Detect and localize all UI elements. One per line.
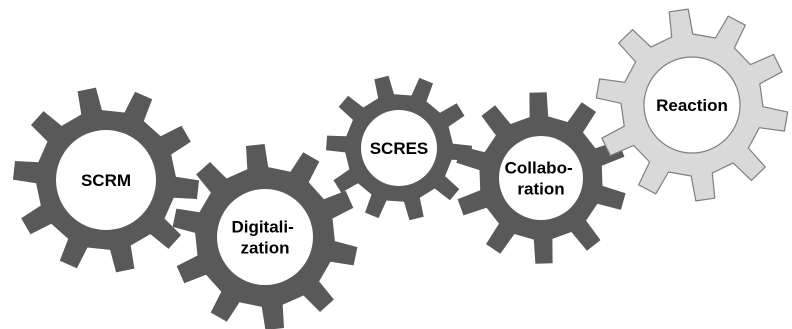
gear-scrm-hub [56,130,156,230]
gear-digitalization-label: Digitali- zation [231,218,298,258]
gear-scrm-label-line-1: SCRM [81,171,131,190]
gear-reaction: Reaction [595,8,789,202]
gear-collaboration-hub [499,136,583,220]
gear-scrm: SCRM [13,87,199,273]
gear-reaction-hub [643,56,741,154]
gear-scres-label: SCRES [370,139,429,158]
gear-collaboration-label-line-2: ration [517,180,564,199]
gear-reaction-label: Reaction [656,96,728,115]
gear-digitalization-hub [217,189,313,285]
gear-scres-hub [361,110,437,186]
gear-scrm-label: SCRM [81,171,131,190]
gear-digitalization-label-line-1: Digitali- [231,218,293,237]
gear-collaboration: Collabo- ration [456,92,626,264]
gear-scres-label-line-1: SCRES [370,139,429,158]
gear-digitalization-label-line-2: zation [240,239,289,258]
gear-digitalization: Digitali- zation [172,144,358,329]
gear-reaction-label-line-1: Reaction [656,96,728,115]
gear-scres: SCRES [326,75,472,221]
gear-collaboration-label: Collabo- ration [505,159,578,199]
gear-collaboration-label-line-1: Collabo- [505,159,573,178]
